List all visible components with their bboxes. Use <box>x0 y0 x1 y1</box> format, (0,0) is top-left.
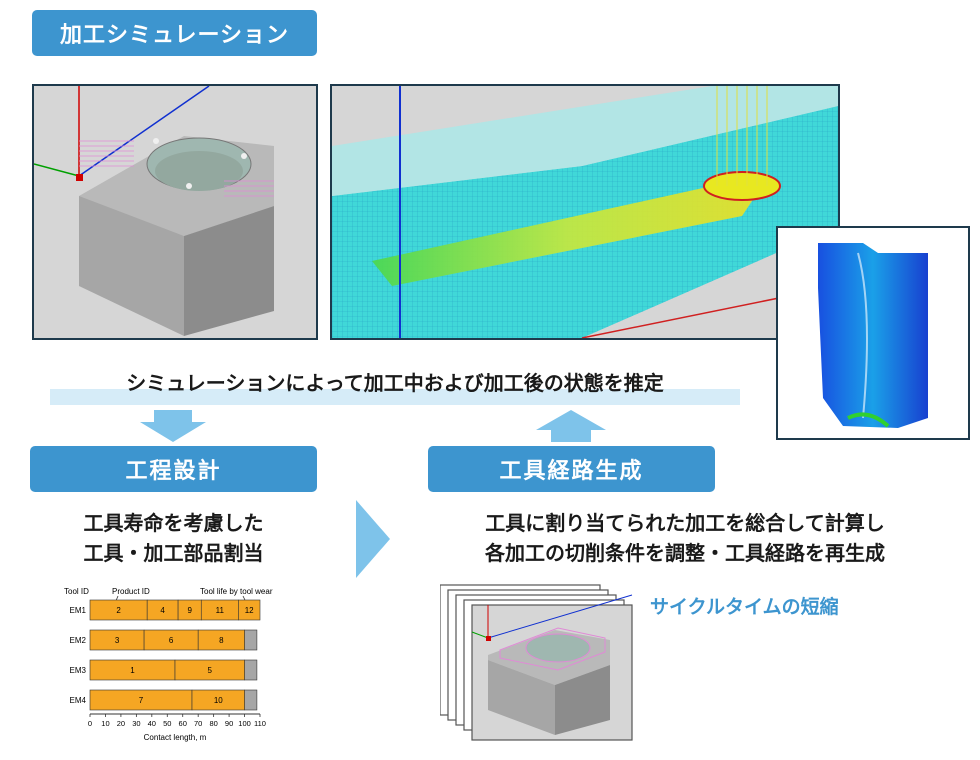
segment-bar-em2-8 <box>197 629 245 651</box>
segment-label-11: 11 <box>216 606 225 615</box>
tool-assignment-chart: Tool ID Product ID Tool life by tool wea… <box>64 587 273 742</box>
x-tick-label-10: 10 <box>101 719 109 728</box>
segment-label-8: 8 <box>219 636 224 645</box>
result-render-stack <box>440 584 633 741</box>
x-tick-label-0: 0 <box>88 719 92 728</box>
tool-life-label: Tool life by tool wear <box>200 587 273 596</box>
x-axis-label: Contact length, m <box>144 733 207 742</box>
x-tick-label-90: 90 <box>225 719 233 728</box>
tool-label-em3: EM3 <box>70 666 87 675</box>
segment-label-6: 6 <box>169 636 174 645</box>
segment-bar-em1-12 <box>238 599 261 621</box>
segment-label-3: 3 <box>115 636 120 645</box>
x-tick-label-80: 80 <box>209 719 217 728</box>
segment-label-9: 9 <box>187 606 192 615</box>
x-tick-label-30: 30 <box>132 719 140 728</box>
right-arrow-icon <box>356 500 390 578</box>
toolpath-desc-line2: 各加工の切削条件を調整・工具経路を再生成 <box>485 541 885 565</box>
tool-label-em2: EM2 <box>70 636 87 645</box>
product-id-label: Product ID <box>112 587 150 596</box>
remaining-life-em4 <box>244 689 258 711</box>
toolpath-generation-header: 工具経路生成 <box>428 446 715 492</box>
segment-label-12: 12 <box>245 606 254 615</box>
x-tick-label-20: 20 <box>117 719 125 728</box>
segment-bar-em4-10 <box>191 689 245 711</box>
x-tick-label-40: 40 <box>148 719 156 728</box>
workpiece-render <box>34 86 316 338</box>
x-tick-label-100: 100 <box>238 719 251 728</box>
segment-label-10: 10 <box>214 696 223 705</box>
section-title: 加工シミュレーション <box>32 10 317 56</box>
toolpath-render <box>332 86 838 338</box>
tool-inset-panel <box>776 226 970 440</box>
down-arrow-icon <box>140 410 206 442</box>
x-tick-label-110: 110 <box>254 719 266 728</box>
tool-label-em1: EM1 <box>70 606 87 615</box>
process-design-description: 工具寿命を考慮した 工具・加工部品割当 <box>30 508 317 568</box>
x-tick-label-50: 50 <box>163 719 171 728</box>
segment-label-5: 5 <box>208 666 213 675</box>
tool-id-label: Tool ID <box>64 587 89 596</box>
process-design-header: 工程設計 <box>30 446 317 492</box>
segment-bar-em3-5 <box>174 659 245 681</box>
simulation-caption: シミュレーションによって加工中および加工後の状態を推定 <box>50 365 740 405</box>
tool-label-em4: EM4 <box>70 696 87 705</box>
up-arrow-icon <box>536 410 606 442</box>
segment-label-1: 1 <box>130 666 135 675</box>
remaining-life-em3 <box>244 659 258 681</box>
toolpath-desc-line1: 工具に割り当てられた加工を総合して計算し <box>485 511 885 535</box>
x-tick-label-60: 60 <box>179 719 187 728</box>
workpiece-render-panel <box>32 84 318 340</box>
toolpath-generation-description: 工具に割り当てられた加工を総合して計算し 各加工の切削条件を調整・工具経路を再生… <box>400 508 970 568</box>
process-design-desc-line1: 工具寿命を考慮した <box>83 511 264 535</box>
segment-label-4: 4 <box>160 606 165 615</box>
segment-label-7: 7 <box>139 696 144 705</box>
remaining-life-em2 <box>244 629 258 651</box>
process-design-desc-line2: 工具・加工部品割当 <box>83 541 264 565</box>
x-tick-label-70: 70 <box>194 719 202 728</box>
toolpath-render-panel <box>330 84 840 340</box>
segment-label-2: 2 <box>116 606 121 615</box>
tool-render <box>778 228 968 438</box>
cycle-time-label: サイクルタイムの短縮 <box>650 596 839 618</box>
